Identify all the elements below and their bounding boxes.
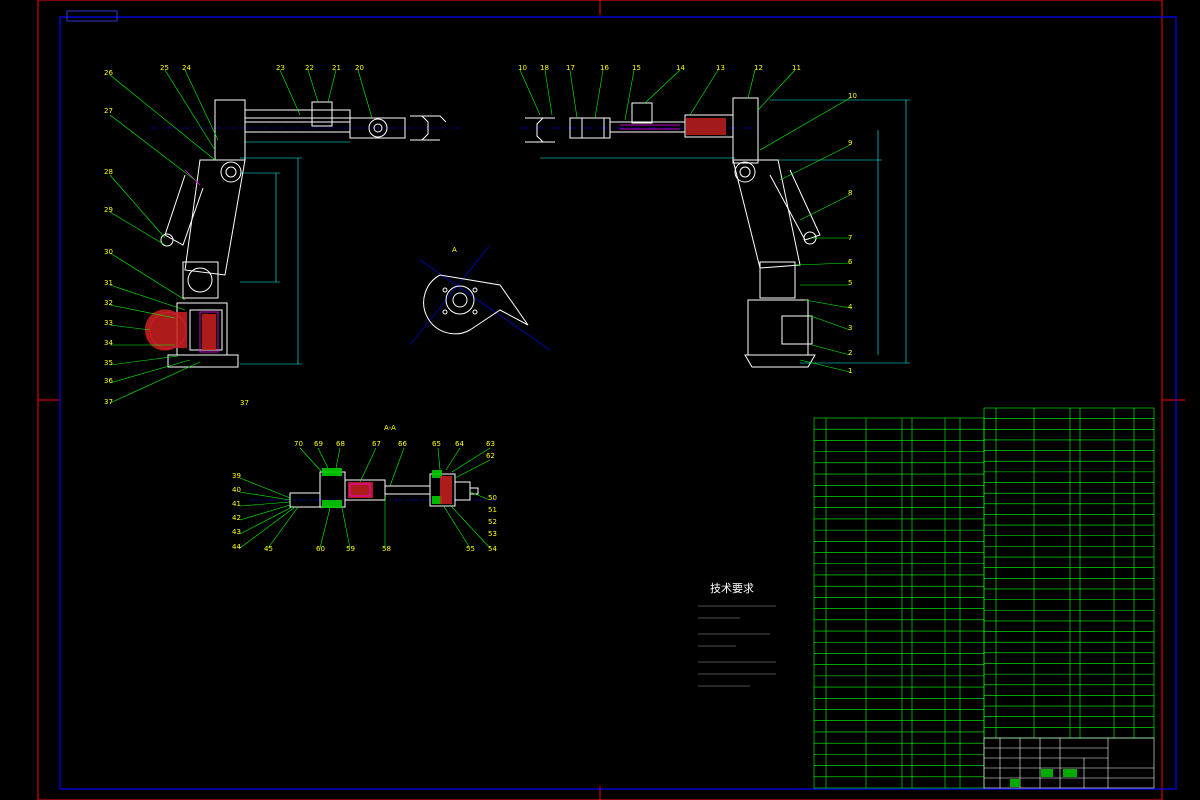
svg-text:52: 52 [488, 518, 497, 526]
svg-text:31: 31 [104, 279, 113, 287]
svg-text:25: 25 [160, 64, 169, 72]
svg-text:12: 12 [754, 64, 763, 72]
svg-text:44: 44 [232, 543, 241, 551]
svg-text:64: 64 [455, 440, 464, 448]
svg-text:20: 20 [355, 64, 364, 72]
svg-text:3: 3 [848, 324, 852, 332]
svg-text:4: 4 [848, 303, 853, 311]
svg-text:65: 65 [432, 440, 441, 448]
svg-text:7: 7 [848, 234, 852, 242]
svg-text:39: 39 [232, 472, 241, 480]
svg-text:26: 26 [104, 69, 113, 77]
svg-text:15: 15 [632, 64, 641, 72]
svg-text:63: 63 [486, 440, 495, 448]
svg-text:9: 9 [848, 139, 852, 147]
svg-text:53: 53 [488, 530, 497, 538]
svg-text:37: 37 [240, 399, 249, 407]
left-front-view: 26 25 24 27 28 29 30 31 32 33 34 35 36 3… [104, 64, 460, 407]
detail-view: A [409, 244, 551, 351]
svg-text:34: 34 [104, 339, 113, 347]
svg-text:1: 1 [848, 367, 852, 375]
title-block-fills [1010, 769, 1077, 787]
right-side-view: 10 18 17 16 15 14 13 12 11 10 9 8 7 6 5 … [518, 64, 910, 375]
svg-text:54: 54 [488, 545, 497, 553]
svg-text:27: 27 [104, 107, 113, 115]
svg-text:41: 41 [232, 500, 241, 508]
svg-text:11: 11 [792, 64, 801, 72]
parts-list [813, 407, 1155, 789]
svg-text:43: 43 [232, 528, 241, 536]
svg-text:70: 70 [294, 440, 303, 448]
svg-text:A: A [452, 246, 457, 254]
svg-text:29: 29 [104, 206, 113, 214]
svg-text:42: 42 [232, 514, 241, 522]
svg-text:35: 35 [104, 359, 113, 367]
svg-text:45: 45 [264, 545, 273, 553]
svg-text:14: 14 [676, 64, 685, 72]
svg-text:69: 69 [314, 440, 323, 448]
svg-text:51: 51 [488, 506, 497, 514]
svg-text:6: 6 [848, 258, 853, 266]
svg-text:60: 60 [316, 545, 325, 553]
svg-text:21: 21 [332, 64, 341, 72]
corner-stamp [66, 10, 118, 22]
svg-text:30: 30 [104, 248, 113, 256]
svg-text:50: 50 [488, 494, 497, 502]
svg-text:18: 18 [540, 64, 549, 72]
tech-requirements-title: 技术要求 [710, 582, 754, 595]
svg-text:36: 36 [104, 377, 113, 385]
section-view: 39 40 41 42 43 44 45 70 69 68 67 66 65 6… [232, 424, 500, 553]
drawing-border [59, 16, 1177, 790]
svg-text:37: 37 [104, 398, 113, 406]
svg-text:A-A: A-A [384, 424, 396, 432]
svg-text:33: 33 [104, 319, 113, 327]
svg-text:66: 66 [398, 440, 407, 448]
svg-text:8: 8 [848, 189, 852, 197]
svg-text:55: 55 [466, 545, 475, 553]
svg-text:22: 22 [305, 64, 314, 72]
svg-text:62: 62 [486, 452, 495, 460]
svg-text:28: 28 [104, 168, 113, 176]
svg-text:58: 58 [382, 545, 391, 553]
svg-text:5: 5 [848, 279, 852, 287]
svg-text:10: 10 [848, 92, 857, 100]
svg-text:23: 23 [276, 64, 285, 72]
tech-requirements: 技术要求 [698, 582, 776, 687]
svg-text:24: 24 [182, 64, 191, 72]
svg-text:2: 2 [848, 349, 852, 357]
svg-text:10: 10 [518, 64, 527, 72]
drawing-frame [37, 0, 1185, 800]
svg-text:32: 32 [104, 299, 113, 307]
svg-text:40: 40 [232, 486, 241, 494]
svg-text:13: 13 [716, 64, 725, 72]
title-block [983, 737, 1155, 789]
svg-text:59: 59 [346, 545, 355, 553]
svg-text:17: 17 [566, 64, 575, 72]
svg-text:67: 67 [372, 440, 381, 448]
svg-text:16: 16 [600, 64, 609, 72]
svg-text:68: 68 [336, 440, 345, 448]
